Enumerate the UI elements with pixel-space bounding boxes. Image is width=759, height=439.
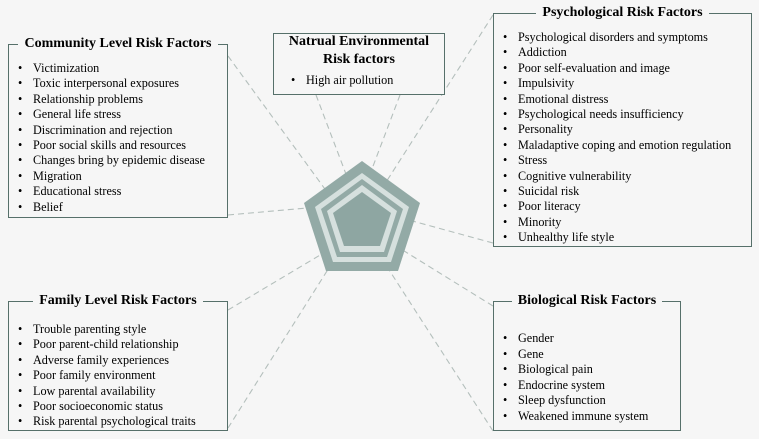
connector-psych-top bbox=[371, 14, 494, 205]
community-risk-title: Community Level Risk Factors bbox=[18, 36, 218, 51]
list-item: Poor family environment bbox=[9, 368, 227, 384]
list-item: Poor social skills and resources bbox=[9, 138, 227, 154]
list-item: Toxic interpersonal exposures bbox=[9, 76, 227, 92]
list-item: Poor socioeconomic status bbox=[9, 399, 227, 415]
family-risk-title: Family Level Risk Factors bbox=[33, 293, 203, 308]
psychological-risk-title: Psychological Risk Factors bbox=[536, 5, 709, 20]
natural-risk-title-line1: Natrual Environmental bbox=[288, 34, 430, 49]
list-item: Cognitive vulnerability bbox=[494, 169, 751, 185]
list-item: Psychological disorders and symptoms bbox=[494, 30, 751, 46]
biological-risk-box: Biological Risk Factors Gender Gene Biol… bbox=[493, 293, 681, 431]
family-risk-list: Trouble parenting style Poor parent-chil… bbox=[9, 302, 227, 430]
list-item: Minority bbox=[494, 215, 751, 231]
list-item: Poor literacy bbox=[494, 199, 751, 215]
list-item: Victimization bbox=[9, 61, 227, 77]
center-pentagon bbox=[304, 161, 420, 271]
list-item: High air pollution bbox=[282, 73, 444, 89]
family-risk-box: Family Level Risk Factors Trouble parent… bbox=[8, 293, 228, 431]
list-item: Impulsivity bbox=[494, 76, 751, 92]
list-item: Educational stress bbox=[9, 184, 227, 200]
list-item: Changes bring by epidemic disease bbox=[9, 153, 227, 169]
list-item: Weakened immune system bbox=[494, 409, 680, 425]
list-item: Emotional distress bbox=[494, 92, 751, 108]
list-item: General life stress bbox=[9, 107, 227, 123]
list-item: Adverse family experiences bbox=[9, 353, 227, 369]
connector-bio-top bbox=[387, 240, 494, 307]
biological-risk-title: Biological Risk Factors bbox=[511, 293, 663, 308]
pentagon-inner bbox=[333, 192, 391, 246]
list-item: Gender bbox=[494, 331, 680, 347]
list-item: Endocrine system bbox=[494, 378, 680, 394]
connector-community-top bbox=[227, 55, 331, 197]
community-risk-list: Victimization Toxic interpersonal exposu… bbox=[9, 45, 227, 215]
biological-risk-list: Gender Gene Biological pain Endocrine sy… bbox=[494, 302, 680, 425]
list-item: Personality bbox=[494, 122, 751, 138]
list-item: Psychological needs insufficiency bbox=[494, 107, 751, 123]
natural-risk-box: Natrual Environmental Risk factors High … bbox=[273, 33, 445, 95]
list-item: Belief bbox=[9, 200, 227, 216]
list-item: Poor self-evaluation and image bbox=[494, 61, 751, 77]
list-item: Risk parental psychological traits bbox=[9, 414, 227, 430]
list-item: Trouble parenting style bbox=[9, 322, 227, 338]
connector-family-bottom bbox=[227, 243, 345, 429]
list-item: Low parental availability bbox=[9, 384, 227, 400]
natural-risk-title-line2: Risk factors bbox=[323, 52, 395, 67]
list-item: Biological pain bbox=[494, 362, 680, 378]
list-item: Unhealthy life style bbox=[494, 230, 751, 246]
psychological-risk-list: Psychological disorders and symptoms Add… bbox=[494, 14, 751, 246]
list-item: Stress bbox=[494, 153, 751, 169]
list-item: Discrimination and rejection bbox=[9, 123, 227, 139]
natural-risk-list: High air pollution bbox=[274, 34, 444, 89]
list-item: Maladaptive coping and emotion regulatio… bbox=[494, 138, 751, 154]
psychological-risk-box: Psychological Risk Factors Psychological… bbox=[493, 5, 752, 247]
community-risk-box: Community Level Risk Factors Victimizati… bbox=[8, 36, 228, 218]
list-item: Sleep dysfunction bbox=[494, 393, 680, 409]
list-item: Poor parent-child relationship bbox=[9, 337, 227, 353]
connector-psych-bottom bbox=[404, 218, 494, 244]
list-item: Gene bbox=[494, 347, 680, 363]
list-item: Relationship problems bbox=[9, 92, 227, 108]
list-item: Migration bbox=[9, 169, 227, 185]
list-item: Addiction bbox=[494, 45, 751, 61]
list-item: Suicidal risk bbox=[494, 184, 751, 200]
